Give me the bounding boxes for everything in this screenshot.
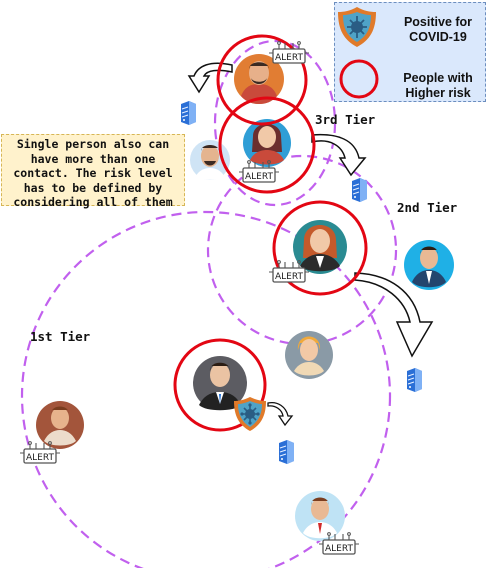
server-icon [278, 439, 295, 465]
person-avatar-blonde [285, 331, 333, 379]
high-risk-ring [216, 34, 308, 126]
spread-arrow-top [187, 62, 233, 94]
alert-text: ALERT [26, 453, 54, 463]
server-icon [351, 177, 368, 203]
legend-positive-label: Positive for COVID-19 [403, 15, 473, 44]
high-risk-ring [173, 338, 267, 432]
person-avatar-left [36, 401, 84, 449]
alert-badge: ALERT [318, 531, 360, 555]
tier-ring-first [20, 210, 392, 568]
alert-badge: ALERT [19, 440, 61, 464]
alert-text: ALERT [275, 272, 303, 282]
red-ring-icon [339, 59, 379, 99]
person-avatar-man-right [404, 240, 454, 290]
person-avatar-businessman [193, 356, 247, 411]
alert-badge: ALERT [268, 40, 310, 64]
tier-label-third: 3rd Tier [315, 112, 376, 127]
legend: Positive for COVID-19 People with Higher… [334, 2, 486, 102]
alert-text: ALERT [245, 172, 273, 182]
tier-ring-third [213, 39, 337, 207]
spread-arrow-first [267, 401, 294, 427]
alert-text: ALERT [275, 53, 303, 63]
high-risk-ring [218, 96, 316, 194]
spread-arrow-second [354, 272, 434, 358]
virus-shield-icon [338, 7, 376, 47]
spread-arrows [187, 62, 434, 427]
tier-label-second: 2nd Tier [397, 200, 458, 215]
alert-badge: ALERT [268, 259, 310, 283]
note-box: Single person also can have more than on… [1, 134, 185, 209]
server-icon [406, 367, 423, 393]
person-avatar-woman-third [243, 119, 291, 167]
server-icon [180, 100, 197, 126]
legend-high-risk-label: People with Higher risk [403, 71, 473, 100]
high-risk-ring [272, 200, 368, 296]
person-avatar-woman-second [293, 220, 347, 274]
high-risk-rings [173, 34, 368, 432]
note-text: Single person also can have more than on… [13, 137, 173, 209]
spread-arrow-third [311, 133, 367, 177]
tier-label-first: 1st Tier [30, 329, 91, 344]
alert-badge: ALERT [238, 159, 280, 183]
alert-text: ALERT [325, 544, 353, 554]
person-avatar-bottom [295, 491, 345, 541]
